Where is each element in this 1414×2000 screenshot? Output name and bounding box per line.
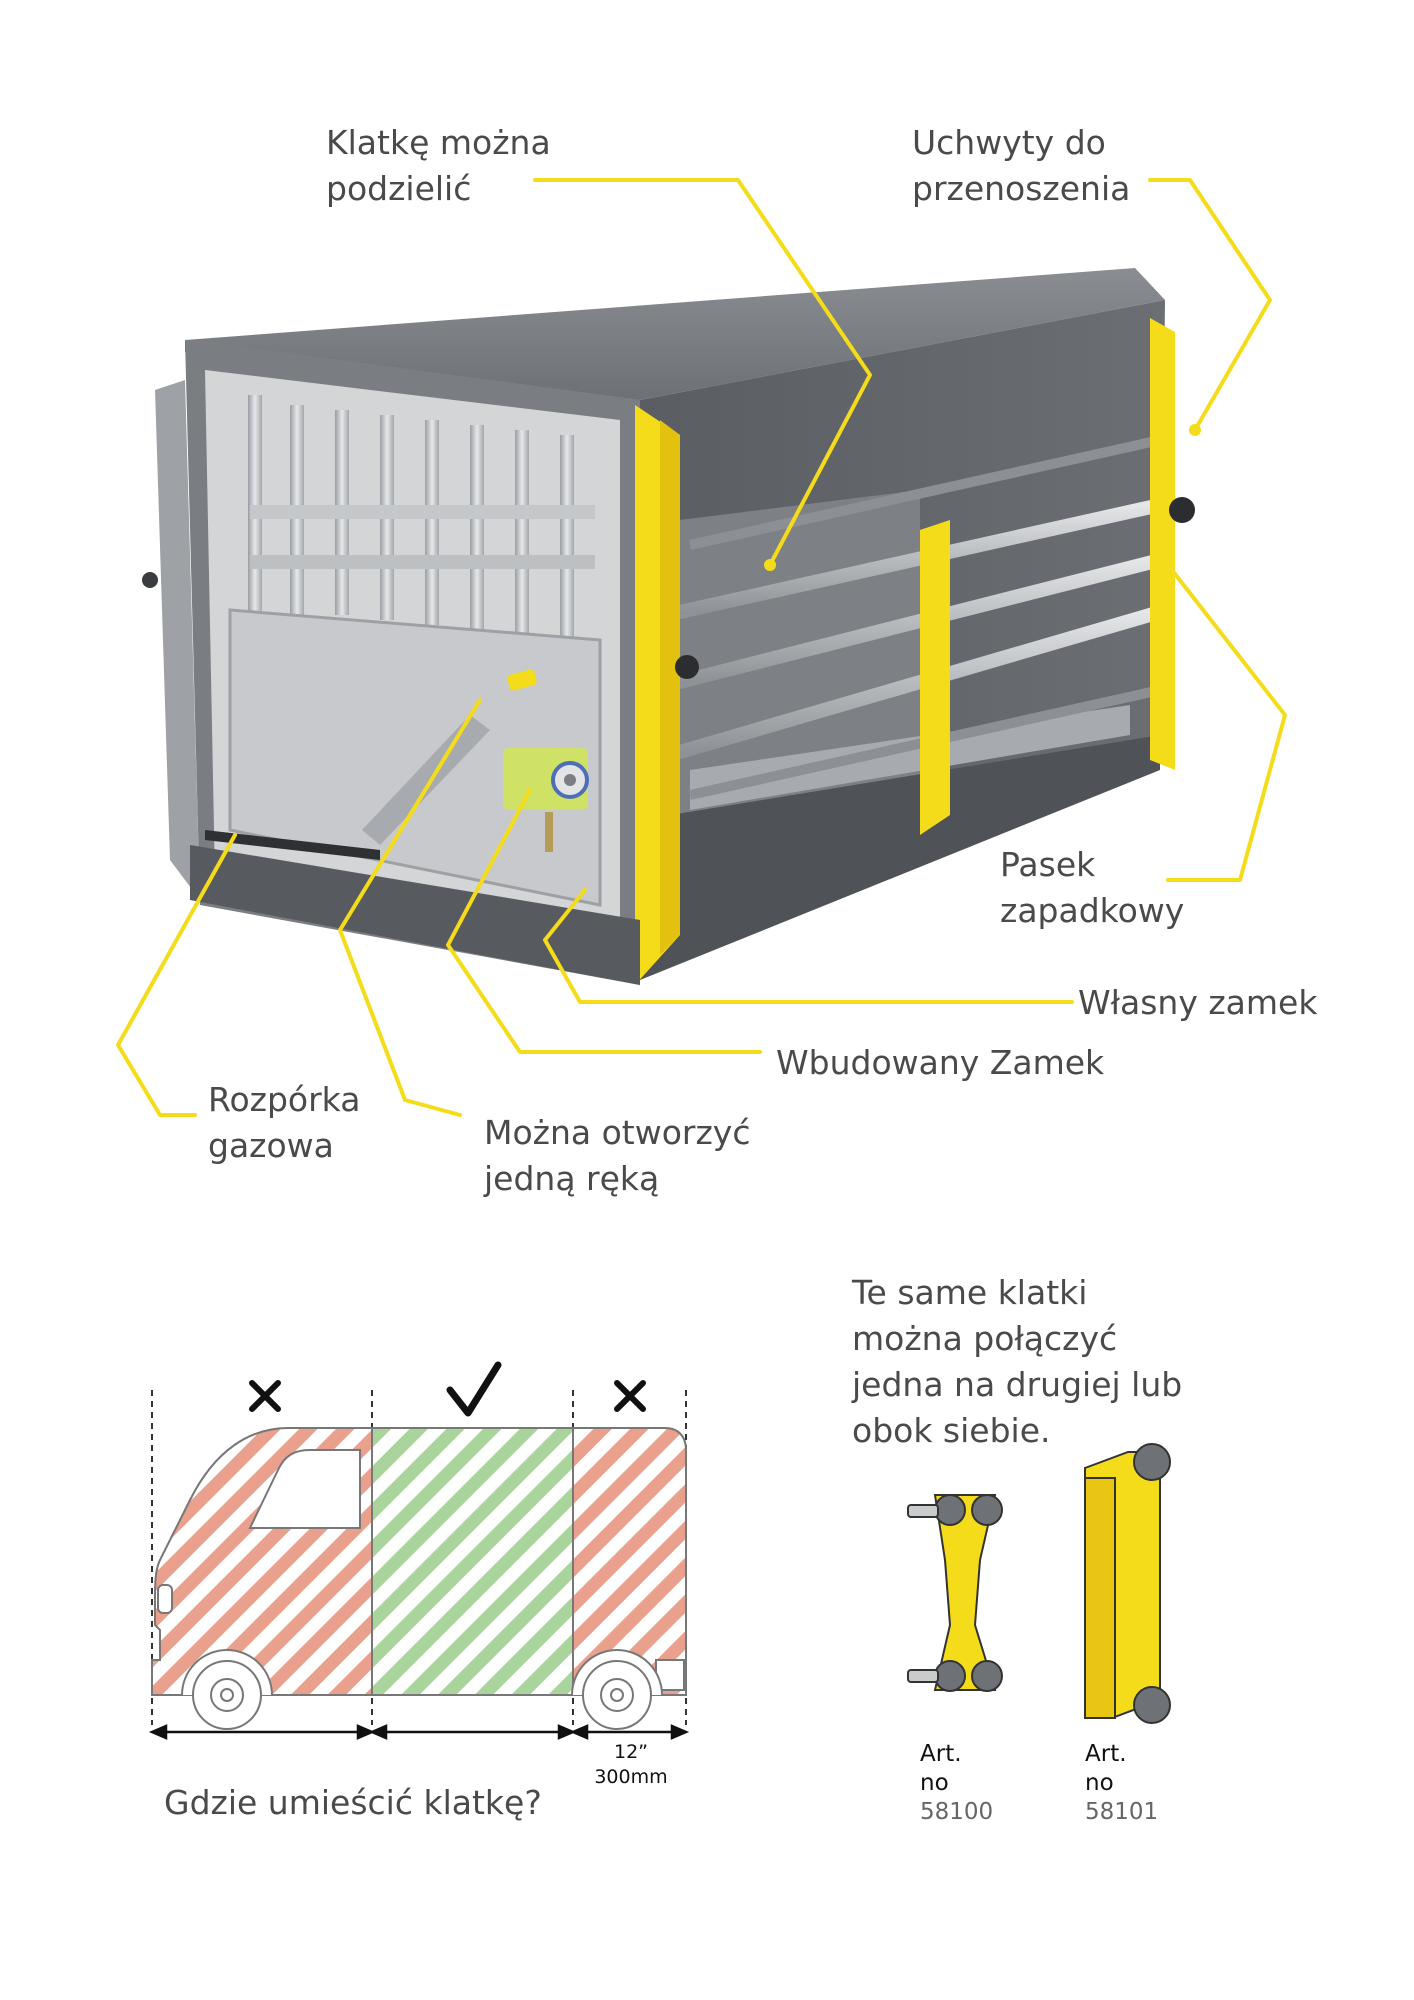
callout-lines (116, 178, 1287, 1117)
knob-front (675, 655, 699, 679)
dimension-inches: 12” (613, 1741, 649, 1763)
cage-base (190, 845, 640, 985)
stacking-text-line3: jedna na drugiej lub (852, 1365, 1183, 1404)
callout-one-hand-line2: jedną ręką (484, 1159, 660, 1198)
callout-gas-strut: Rozpórka gazowa (208, 1077, 360, 1169)
article-58100: Art. no 58100 (920, 1740, 993, 1827)
callout-line-latch-strap (1166, 563, 1287, 882)
van-rear-zone (572, 1427, 687, 1696)
stacking-text-line4: obok siebie. (852, 1411, 1051, 1450)
callout-divide-line2: podzielić (326, 169, 472, 208)
article-58101: Art. no 58101 (1085, 1740, 1158, 1827)
cage-top (185, 268, 1165, 400)
dog-cage (142, 268, 1195, 985)
key (545, 812, 553, 852)
door-handle (507, 669, 537, 691)
knob-side (1169, 497, 1195, 523)
cage-bottom-skirt (640, 735, 1160, 980)
callout-handles-line2: przenoszenia (912, 169, 1131, 208)
cage-interior-floor (690, 705, 1130, 810)
dimension-label: 12” 300mm (583, 1740, 679, 1790)
article-number: 58100 (920, 1799, 994, 1825)
van-headlight (157, 1584, 173, 1614)
van-good-zone (371, 1427, 574, 1696)
van-rear-wheel (571, 1649, 663, 1730)
callout-line-built-in-lock (446, 788, 762, 1054)
article-number: 58101 (1085, 1799, 1159, 1825)
connector-58100 (907, 1494, 1003, 1692)
callout-latch-strap-line1: Pasek (1000, 845, 1096, 884)
dimension-mm: 300mm (594, 1766, 668, 1788)
callout-line-own-lock (543, 888, 1074, 1004)
cross-mark-left (249, 1380, 281, 1412)
callout-own-lock: Własny zamek (1078, 983, 1318, 1022)
callout-gas-strut-line2: gazowa (208, 1126, 334, 1165)
van-window (248, 1449, 361, 1529)
callout-latch-strap: Pasek zapadkowy (1000, 842, 1184, 934)
callout-divide-line1: Klatkę można (326, 123, 551, 162)
callout-one-hand-line1: Można otworzyć (484, 1113, 751, 1152)
gas-strut (362, 715, 490, 845)
check-mark (446, 1361, 502, 1417)
callout-gas-strut-line1: Rozpórka (208, 1080, 361, 1119)
callout-line-divide (533, 178, 872, 567)
dimension-arrows (148, 1724, 690, 1740)
knob-left (142, 572, 158, 588)
cage-left-edge (155, 380, 200, 900)
article-label-no: no (920, 1770, 949, 1796)
yellow-latch-strips (635, 318, 1175, 985)
cross-mark-right (614, 1380, 646, 1412)
callout-built-in-lock: Wbudowany Zamek (776, 1043, 1105, 1082)
van-diagram (148, 1361, 690, 1740)
van-front-wheel (181, 1649, 273, 1730)
stacking-text-line1: Te same klatki (852, 1273, 1088, 1312)
stacking-text-line2: można połączyć (852, 1319, 1118, 1358)
callout-latch-strap-line2: zapadkowy (1000, 891, 1185, 930)
callout-one-hand: Można otworzyć jedną ręką (484, 1110, 750, 1202)
article-label-art: Art. (920, 1741, 962, 1767)
callout-handles-line1: Uchwyty do (912, 123, 1106, 162)
article-label-no: no (1085, 1770, 1114, 1796)
article-label-art: Art. (1085, 1741, 1127, 1767)
cage-base-rail (205, 830, 380, 860)
callout-line-handles (1148, 178, 1272, 432)
callout-line-gas-strut (116, 833, 237, 1117)
callout-divide: Klatkę można podzielić (326, 120, 551, 212)
connector-58101 (1084, 1443, 1171, 1724)
stacking-text: Te same klatki można połączyć jedna na d… (852, 1270, 1182, 1454)
lock-keyhole (564, 774, 576, 786)
callout-line-one-hand (338, 698, 482, 1117)
callout-handles: Uchwyty do przenoszenia (912, 120, 1130, 212)
placement-title: Gdzie umieścić klatkę? (164, 1783, 542, 1822)
